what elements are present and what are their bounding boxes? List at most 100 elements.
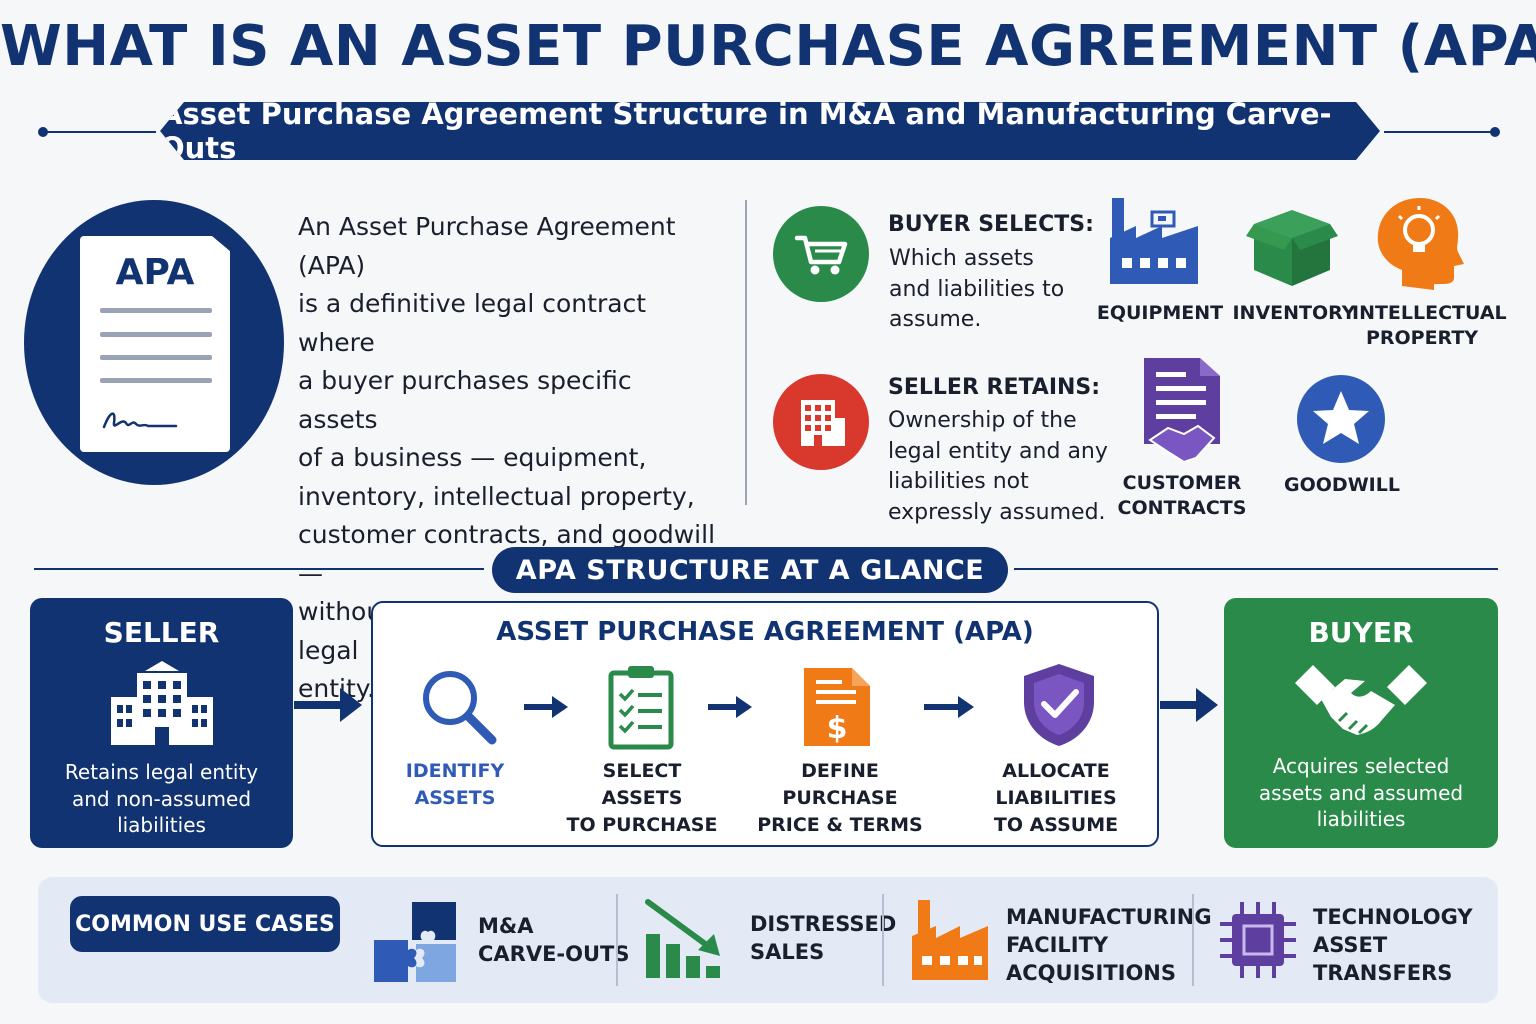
declining-chart-icon xyxy=(645,899,720,978)
use-case-ma-carve-outs: M&A CARVE-OUTS xyxy=(478,912,630,968)
price-document-icon: $ xyxy=(804,668,870,746)
step-label-line: ALLOCATE LIABILITIES xyxy=(995,760,1117,809)
section-heading: APA STRUCTURE AT A GLANCE xyxy=(515,554,985,586)
use-case-line: ASSET xyxy=(1313,933,1388,957)
shield-check-icon xyxy=(1024,664,1094,746)
signature-icon xyxy=(102,412,178,429)
shopping-cart-icon xyxy=(773,206,869,302)
document-icon xyxy=(80,236,230,452)
page-title: WHAT IS AN ASSET PURCHASE AGREEMENT (APA… xyxy=(0,14,1536,79)
box-icon xyxy=(1246,210,1338,286)
step-label-line: TO ASSUME xyxy=(993,814,1119,836)
step-label-line: PRICE & TERMS xyxy=(757,814,923,836)
step-label-identify-assets: IDENTIFY ASSETS xyxy=(385,758,525,812)
step-label-line: ASSETS xyxy=(414,787,496,809)
step-label-select-assets: SELECT ASSETS TO PURCHASE xyxy=(560,758,724,839)
seller-retains-text: Ownership of the legal entity and any li… xyxy=(888,406,1108,528)
document-text-line xyxy=(100,355,212,360)
idea-head-icon xyxy=(1377,198,1464,290)
definition-line: An Asset Purchase Agreement (APA) xyxy=(298,212,676,280)
seller-description-line: liabilities xyxy=(117,813,206,837)
factory-icon xyxy=(912,900,988,980)
use-case-line: ACQUISITIONS xyxy=(1006,961,1177,985)
step-arrow-icon xyxy=(708,696,752,718)
seller-description-line: Retains legal entity xyxy=(64,760,259,784)
buyer-title: BUYER xyxy=(1308,616,1414,649)
step-arrow-icon xyxy=(924,696,974,718)
apa-process-title: ASSET PURCHASE AGREEMENT (APA) xyxy=(496,617,1034,647)
use-case-line: TECHNOLOGY xyxy=(1313,905,1473,929)
buyer-selects-text: Which assets and liabilities to assume. xyxy=(889,244,1089,336)
step-label-line: TO PURCHASE xyxy=(566,814,718,836)
seller-retains-heading: SELLER RETAINS: xyxy=(888,375,1101,400)
use-case-separator xyxy=(882,894,884,986)
subtitle-rule-right xyxy=(1384,131,1494,133)
subtitle-text: Asset Purchase Agreement Structure in M&… xyxy=(160,97,1332,165)
definition-line: entity. xyxy=(298,674,375,703)
document-text-line xyxy=(100,308,212,313)
buyer-card: BUYER Acquires selected assets and assum… xyxy=(1224,598,1498,848)
section-heading-pill: APA STRUCTURE AT A GLANCE xyxy=(492,547,1008,593)
use-case-line: TRANSFERS xyxy=(1313,961,1453,985)
buyer-selects-line: assume. xyxy=(889,307,982,332)
puzzle-icon xyxy=(374,902,456,982)
office-building-icon xyxy=(773,374,869,470)
subtitle-rule-dot-left xyxy=(38,127,48,137)
svg-text:$: $ xyxy=(827,711,848,746)
buyer-description-line: assets and assumed xyxy=(1258,780,1464,805)
seller-title: SELLER xyxy=(103,616,220,649)
document-icon-label: APA xyxy=(115,252,195,293)
step-label-line: IDENTIFY xyxy=(405,760,505,782)
use-case-separator xyxy=(616,894,618,986)
buyer-selects-heading: BUYER SELECTS: xyxy=(888,212,1094,237)
definition-line: customer contracts, and goodwill — xyxy=(298,520,716,588)
asset-label-inventory: INVENTORY xyxy=(1232,302,1356,324)
buyer-description-line: liabilities xyxy=(1316,807,1406,831)
asset-label-line: PROPERTY xyxy=(1365,327,1479,349)
use-case-line: DISTRESSED xyxy=(750,912,897,936)
use-case-line: FACILITY xyxy=(1006,933,1109,957)
use-case-distressed-sales: DISTRESSED SALES xyxy=(750,910,896,966)
flow-arrow-icon xyxy=(1160,688,1218,722)
use-case-line: SALES xyxy=(750,940,825,964)
buyer-description: Acquires selected assets and assumed lia… xyxy=(1224,753,1498,833)
definition-line: is a definitive legal contract where xyxy=(298,289,647,357)
use-case-manufacturing-facility: MANUFACTURING FACILITY ACQUISITIONS xyxy=(1006,903,1212,987)
handshake-icon xyxy=(1295,665,1427,735)
asset-label-line: INTELLECTUAL xyxy=(1352,302,1507,324)
subtitle-rule-dot-right xyxy=(1490,127,1500,137)
contract-handshake-icon xyxy=(1144,358,1220,464)
section-rule-left xyxy=(34,568,484,570)
document-text-line xyxy=(100,378,212,383)
vertical-divider xyxy=(745,200,747,505)
buyer-description-line: Acquires selected xyxy=(1272,754,1450,778)
asset-label-line: CONTRACTS xyxy=(1117,497,1247,519)
asset-label-line: CUSTOMER xyxy=(1122,472,1242,494)
magnifier-icon xyxy=(423,671,497,745)
seller-description-line: and non-assumed xyxy=(71,786,252,811)
use-case-line: M&A xyxy=(478,914,534,938)
use-cases-heading: COMMON USE CASES xyxy=(75,911,335,937)
star-icon xyxy=(1297,375,1385,463)
asset-label-goodwill: GOODWILL xyxy=(1284,474,1400,496)
subtitle-banner: Asset Purchase Agreement Structure in M&… xyxy=(160,102,1380,160)
checklist-icon xyxy=(608,666,674,750)
step-label-allocate-liabilities: ALLOCATE LIABILITIES TO ASSUME xyxy=(948,758,1164,839)
asset-label-intellectual-property: INTELLECTUAL PROPERTY xyxy=(1352,301,1507,351)
use-case-line: MANUFACTURING xyxy=(1006,905,1212,929)
definition-line: inventory, intellectual property, xyxy=(298,481,695,511)
definition-line: a buyer purchases specific assets xyxy=(298,366,632,434)
chip-icon xyxy=(1220,902,1296,978)
seller-description: Retains legal entity and non-assumed lia… xyxy=(30,759,293,839)
corporate-building-icon xyxy=(110,661,213,745)
buyer-selects-line: Which assets xyxy=(889,246,1034,271)
use-case-separator xyxy=(1192,894,1194,986)
buyer-selects-line: and liabilities to xyxy=(889,276,1065,302)
factory-icon xyxy=(1110,198,1198,284)
use-case-technology-transfers: TECHNOLOGY ASSET TRANSFERS xyxy=(1313,903,1473,987)
seller-retains-line: liabilities not xyxy=(888,469,1029,494)
asset-label-equipment: EQUIPMENT xyxy=(1096,302,1224,324)
seller-retains-line: legal entity and any xyxy=(888,438,1108,464)
apa-process-panel xyxy=(371,601,1159,847)
subtitle-rule-left xyxy=(46,131,156,133)
